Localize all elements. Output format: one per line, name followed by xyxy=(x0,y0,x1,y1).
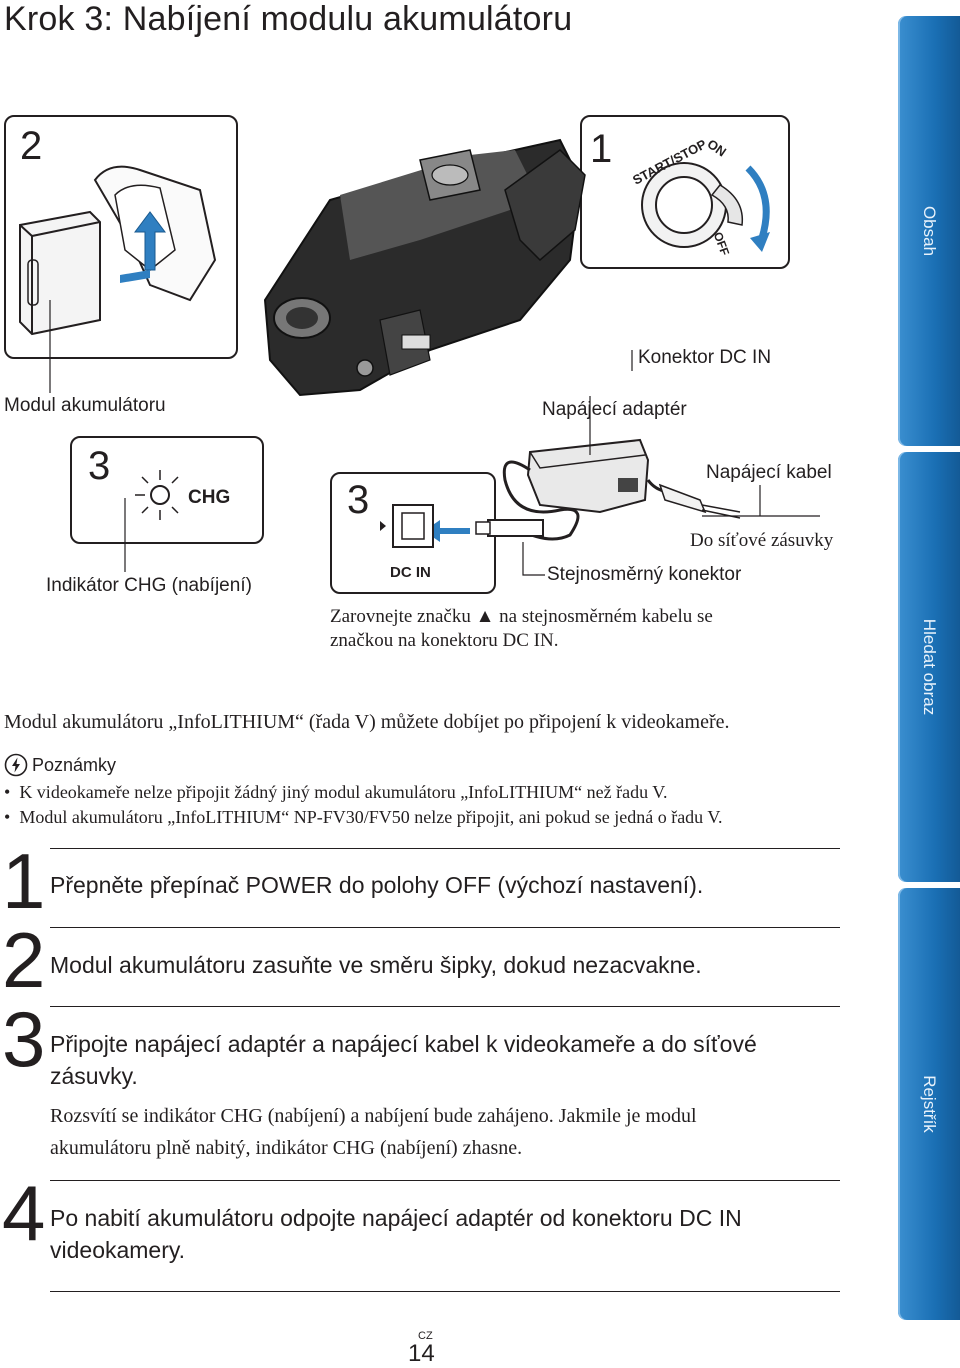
tab-rejstrik-label: Rejstřík xyxy=(920,1075,939,1133)
step-number: 4 xyxy=(2,1169,46,1257)
power-adapter-icon xyxy=(475,438,741,541)
tab-rejstrik[interactable]: Rejstřík xyxy=(898,888,960,1320)
page-title: Krok 3: Nabíjení modulu akumulátoru xyxy=(4,0,573,38)
step-text-line2: videokamery. xyxy=(50,1237,186,1263)
bullet: • xyxy=(4,807,20,827)
chg-label: CHG xyxy=(188,487,230,508)
step-subtext-line2: akumulátoru plně nabitý, indikátor CHG (… xyxy=(50,1137,523,1159)
step-divider xyxy=(50,927,840,928)
callout-align-line2: značkou na konektoru DC IN. xyxy=(330,630,559,651)
note-text: K videokameře nelze připojit žádný jiný … xyxy=(19,782,668,802)
callout-power-cord: Napájecí kabel xyxy=(706,462,832,483)
step-text-line1: Připojte napájecí adaptér a napájecí kab… xyxy=(50,1031,757,1057)
dial-on-label: ON xyxy=(705,136,730,159)
battery-pack-icon xyxy=(19,210,101,336)
note-item: • Modul akumulátoru „InfoLITHIUM“ NP-FV3… xyxy=(4,807,723,828)
step-divider xyxy=(50,1180,840,1181)
camcorder-icon xyxy=(263,138,586,397)
callout-power-adapter: Napájecí adaptér xyxy=(542,399,687,420)
step-divider-end xyxy=(50,1291,840,1292)
callout-dc-in-connector: Konektor DC IN xyxy=(638,347,772,368)
step-divider xyxy=(50,1006,840,1007)
dial-off-label: OFF xyxy=(711,230,732,257)
figure-step3-label-b: 3 xyxy=(347,478,370,522)
step-subtext-line1: Rozsvítí se indikátor CHG (nabíjení) a n… xyxy=(50,1105,697,1127)
callout-align-line1: Zarovnejte značku ▲ na stejnosměrném kab… xyxy=(330,606,713,627)
dc-in-jack-icon xyxy=(380,504,434,548)
figure-step2-label: 2 xyxy=(20,124,43,168)
figure-step1-label: 1 xyxy=(590,127,613,171)
note-text: Modul akumulátoru „InfoLITHIUM“ NP-FV30/… xyxy=(19,807,723,827)
step-text: Modul akumulátoru zasuňte ve směru šipky… xyxy=(50,952,702,978)
step-number: 2 xyxy=(2,916,46,1004)
bullet: • xyxy=(4,782,20,802)
step-number: 3 xyxy=(2,995,46,1083)
page-number: 14 xyxy=(408,1340,435,1367)
tab-hledat-obraz[interactable]: Hledat obraz xyxy=(898,452,960,882)
notes-heading-text: Poznámky xyxy=(32,754,117,775)
connect-arrow-icon xyxy=(424,520,470,542)
callout-chg-indicator: Indikátor CHG (nabíjení) xyxy=(46,575,252,596)
tab-hledat-obraz-label: Hledat obraz xyxy=(920,618,939,716)
step-text-line1: Po nabití akumulátoru odpojte napájecí a… xyxy=(50,1205,742,1231)
insert-arrow-icon xyxy=(120,211,166,283)
notes-icon xyxy=(4,753,28,777)
tab-obsah-label: Obsah xyxy=(920,205,939,257)
callout-dc-plug: Stejnosměrný konektor xyxy=(547,564,742,585)
intro-paragraph: Modul akumulátoru „InfoLITHIUM“ (řada V)… xyxy=(4,711,730,733)
note-item: • K videokameře nelze připojit žádný jin… xyxy=(4,782,667,803)
figure-step3-label-a: 3 xyxy=(88,444,111,488)
page-lang: CZ xyxy=(418,1330,433,1342)
dc-in-label: DC IN xyxy=(390,564,431,581)
callout-leaders xyxy=(49,300,820,576)
step-divider xyxy=(50,848,840,849)
callout-to-outlet: Do síťové zásuvky xyxy=(690,530,834,551)
figure-drawing: START/STOP ON OFF DC IN xyxy=(19,136,820,581)
step-text: Přepněte přepínač POWER do polohy OFF (v… xyxy=(50,872,704,898)
tab-obsah[interactable]: Obsah xyxy=(898,16,960,446)
callout-battery-module: Modul akumulátoru xyxy=(4,395,166,416)
step-number: 1 xyxy=(2,837,46,925)
power-dial-icon xyxy=(641,162,770,252)
notes-heading: Poznámky xyxy=(4,753,116,777)
chg-lamp-icon xyxy=(135,470,179,520)
step-text-line2: zásuvky. xyxy=(50,1063,138,1089)
